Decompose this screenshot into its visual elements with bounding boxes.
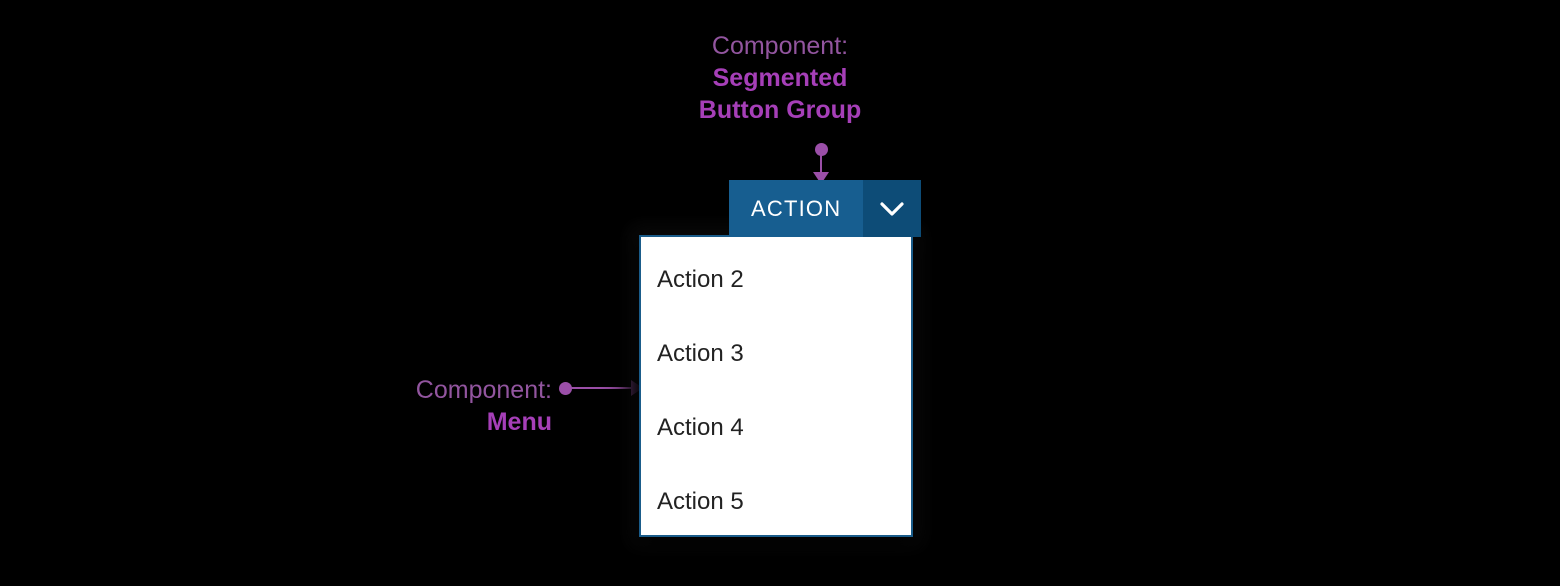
annotation-menu: Component: Menu <box>320 374 552 438</box>
annotation-strong-label: Menu <box>486 408 552 436</box>
annotation-lead-label: Component: <box>415 376 552 404</box>
annotation-strong-label-line2: Button Group <box>698 96 862 124</box>
menu-item[interactable]: Action 2 <box>657 266 744 293</box>
menu-item[interactable]: Action 5 <box>657 488 744 515</box>
segmented-button-group[interactable]: ACTION <box>729 180 922 237</box>
connector-dot-top <box>815 143 828 156</box>
action-button[interactable]: ACTION <box>729 180 864 237</box>
action-dropdown-toggle-button[interactable] <box>863 180 922 237</box>
annotation-strong-label-line1: Segmented <box>712 64 848 92</box>
annotation-lead-label: Component: <box>711 32 849 60</box>
menu-item[interactable]: Action 4 <box>657 414 744 441</box>
connector-line-top <box>820 150 822 180</box>
connector-line-left <box>565 387 639 389</box>
dropdown-menu[interactable]: Action 2 Action 3 Action 4 Action 5 <box>639 235 913 537</box>
menu-item[interactable]: Action 3 <box>657 340 744 367</box>
chevron-down-icon <box>879 201 905 217</box>
annotation-segmented-button-group: Component: Segmented Button Group <box>620 30 940 126</box>
